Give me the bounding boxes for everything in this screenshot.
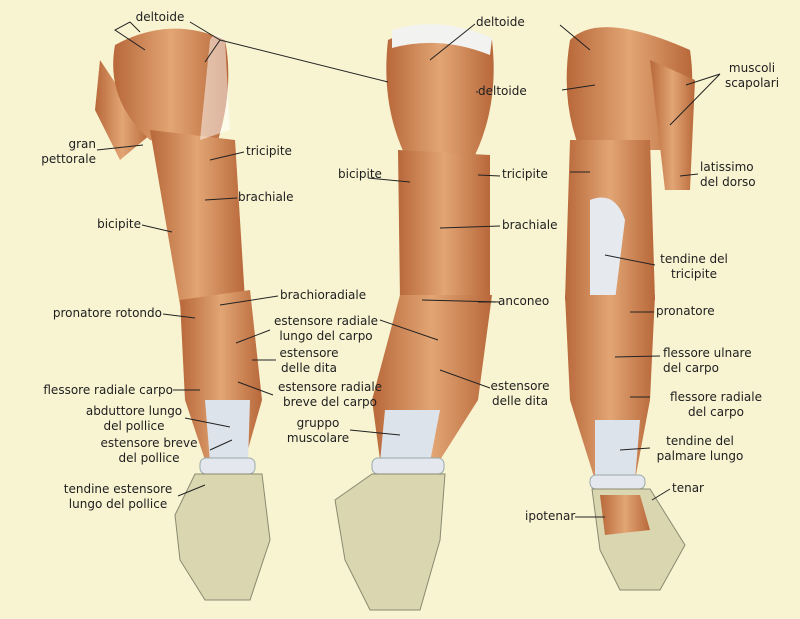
- leader-lines: [96, 21, 721, 518]
- label-line: tendine estensore: [63, 482, 173, 496]
- label-tenar: tenar: [672, 481, 704, 495]
- label-line: tendine del: [666, 434, 734, 448]
- label-line: gran: [68, 137, 96, 151]
- label-line: del carpo: [663, 361, 719, 375]
- label-line: scapolari: [724, 76, 780, 90]
- label-tricipite-left: tricipite: [246, 144, 292, 158]
- label-line: del carpo: [688, 405, 744, 419]
- label-line: palmare lungo: [656, 449, 744, 463]
- label-brachioradiale: brachioradiale: [280, 288, 367, 302]
- label-bicipite-middle: bicipite: [338, 167, 382, 181]
- label-line: flessore ulnare: [663, 346, 752, 360]
- label-line: flessore radiale: [670, 390, 762, 404]
- label-line: lungo del pollice: [68, 497, 168, 511]
- label-tricipite-middle: tricipite: [502, 167, 548, 181]
- label-line: delle dita: [492, 394, 548, 408]
- label-flessore-radiale-carpo: flessore radiale carpo: [43, 383, 173, 397]
- label-bicipite-left: bicipite: [97, 217, 141, 231]
- label-brachiale-left: brachiale: [238, 190, 294, 204]
- label-line: pettorale: [41, 152, 96, 166]
- label-line: abduttore lungo: [85, 404, 183, 418]
- label-line: latissimo: [700, 160, 754, 174]
- label-deltoide-middle-1: deltoide: [476, 15, 525, 29]
- label-line: delle dita: [281, 361, 337, 375]
- label-ipotenar: ipotenar: [525, 509, 576, 523]
- left-arm-front-view: [95, 28, 271, 601]
- label-deltoide-middle-2: deltoide: [478, 84, 527, 98]
- middle-arm-lateral-view: [334, 24, 494, 611]
- label-anconeo: anconeo: [498, 294, 550, 308]
- label-line: estensore breve: [100, 436, 198, 450]
- label-line: del pollice: [118, 451, 180, 465]
- label-line: lungo del carpo: [279, 329, 373, 343]
- label-line: estensore radiale: [277, 380, 383, 394]
- label-line: gruppo: [296, 416, 340, 430]
- label-line: muscolare: [286, 431, 350, 445]
- label-pronatore-rotondo: pronatore rotondo: [52, 306, 162, 320]
- label-line: muscoli: [728, 61, 776, 75]
- label-line: estensore: [279, 346, 339, 360]
- label-line: del pollice: [103, 419, 165, 433]
- label-deltoide-left: deltoide: [135, 10, 185, 24]
- label-line: del dorso: [700, 175, 756, 189]
- label-brachiale-middle: brachiale: [502, 218, 558, 232]
- label-line: estensore: [490, 379, 550, 393]
- label-line: tricipite: [671, 267, 717, 281]
- label-line: tendine del: [660, 252, 728, 266]
- label-line: breve del carpo: [283, 395, 377, 409]
- label-pronatore: pronatore: [656, 304, 715, 318]
- label-line: estensore radiale: [273, 314, 379, 328]
